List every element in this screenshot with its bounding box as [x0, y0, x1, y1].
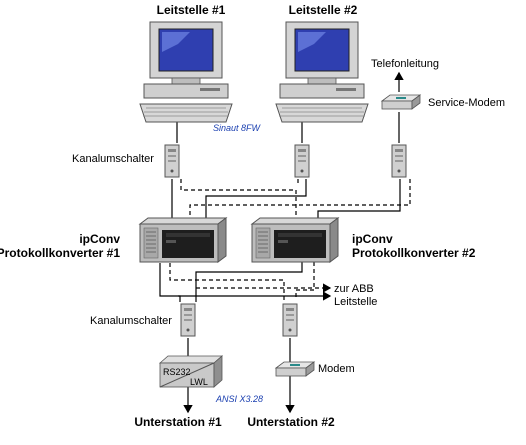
ansi-label: ANSI X3.28	[215, 394, 263, 404]
wire-switch3-conv2	[317, 179, 401, 222]
service-modem-icon	[381, 94, 421, 110]
conv2-label-line2: Protokollkonverter #2	[352, 246, 476, 260]
channel-switch-icon-5	[282, 303, 298, 337]
dashed-switch3-conv1	[189, 179, 411, 220]
kanal-bottom-label: Kanalumschalter	[90, 315, 172, 327]
channel-switch-icon-4	[180, 303, 196, 337]
channel-switch-icon-2	[294, 144, 310, 178]
converter-icon-1	[139, 217, 227, 263]
abb-label-line2: Leitstelle	[334, 296, 377, 308]
dashed-switch1-conv2	[180, 179, 297, 222]
service-modem-label: Service-Modem	[428, 97, 505, 109]
wire-conv1-switch4	[159, 263, 181, 302]
modem-label: Modem	[318, 363, 355, 375]
dashed-conv1-switch5	[169, 263, 285, 300]
workstation-icon-1	[139, 21, 233, 123]
converter-icon-2	[251, 217, 339, 263]
conv1-label-line1: ipConv	[79, 232, 120, 246]
unter1-label: Unterstation #1	[134, 415, 222, 429]
sinaut-label: Sinaut 8FW	[213, 123, 262, 133]
rs232-lwl-converter-icon	[158, 355, 224, 388]
channel-switch-icon-3	[391, 144, 407, 178]
lwl-label: LWL	[190, 377, 208, 387]
conv2-label-line1: ipConv	[352, 232, 393, 246]
conv1-label-line2: Protokollkonverter #1	[0, 246, 120, 260]
kanal-top-label: Kanalumschalter	[72, 153, 154, 165]
connection-lines	[159, 71, 411, 414]
station1-label: Leitstelle #1	[157, 3, 226, 17]
dashed-conv2-switch5	[295, 262, 315, 300]
wire-switch2-conv1	[205, 179, 307, 220]
channel-switch-icon-1	[164, 144, 180, 178]
rs232-label: RS232	[163, 367, 191, 377]
modem-icon	[275, 361, 315, 377]
station2-label: Leitstelle #2	[289, 3, 358, 17]
workstation-icon-2	[275, 21, 369, 123]
abb-label-line1: zur ABB	[334, 283, 374, 295]
wire-conv2-switch4	[195, 262, 303, 302]
telefon-label: Telefonleitung	[371, 58, 439, 70]
unter2-label: Unterstation #2	[247, 415, 335, 429]
